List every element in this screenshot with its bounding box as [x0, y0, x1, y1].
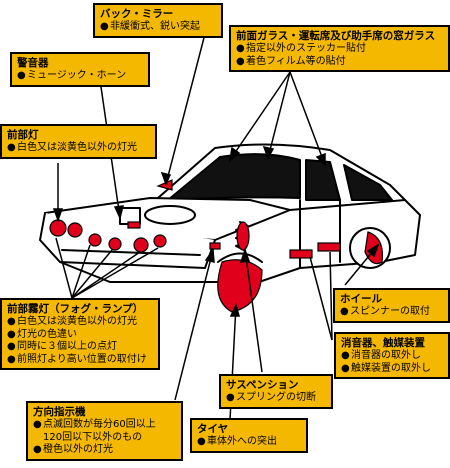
bullet-icon: ● — [7, 142, 16, 153]
label-muffler-catalyst: 消音器、触媒装置 ●消音器の取外し ●触媒装置の取外し — [334, 332, 450, 379]
label-title: 警音器 — [17, 57, 49, 69]
label-item: ●白色又は淡黄色以外の灯光 — [7, 142, 137, 153]
label-item: ●スピンナーの取付 — [340, 306, 430, 317]
suspension-spring — [236, 221, 250, 251]
bullet-icon: ● — [236, 55, 245, 67]
foglamp-4 — [153, 234, 167, 248]
label-title: バック・ミラー — [100, 8, 174, 20]
label-title: 前面ガラス・運転席及び助手席の窓ガラス — [236, 30, 436, 42]
bullet-icon: ● — [7, 353, 16, 365]
label-item: ●非緩衝式、鋭い突起 — [100, 21, 200, 32]
bullet-icon: ● — [340, 306, 349, 317]
bullet-icon: ● — [100, 21, 109, 32]
label-back-mirror: バック・ミラー ●非緩衝式、鋭い突起 — [93, 3, 223, 38]
label-horn: 警音器 ●ミュージック・ホーン — [10, 52, 150, 87]
label-item: ●消音器の取外し — [341, 350, 421, 361]
bullet-icon: ● — [7, 316, 16, 327]
label-suspension: サスペンション ●スプリングの切断 — [219, 374, 333, 409]
bullet-icon: ● — [341, 350, 350, 361]
label-title: 消音器、触媒装置 — [341, 337, 425, 349]
muffler-2 — [317, 242, 341, 252]
bullet-icon: ● — [33, 444, 42, 455]
label-title: ホイール — [340, 293, 382, 305]
label-window-glass: 前面ガラス・運転席及び助手席の窓ガラス ●指定以外のステッカー貼付 ●着色フィル… — [229, 25, 450, 72]
label-headlight: 前部灯 ●白色又は淡黄色以外の灯光 — [0, 124, 157, 159]
label-tire: タイヤ ●車体外への突出 — [190, 418, 308, 453]
label-title: サスペンション — [226, 379, 299, 391]
foglamp-2 — [108, 237, 122, 251]
bullet-icon: ● — [33, 419, 42, 430]
label-item: ●灯光の色違い — [7, 328, 77, 340]
label-title: 前部霧灯（フォグ・ランプ） — [7, 303, 144, 315]
bullet-icon: ● — [17, 70, 26, 81]
label-wheel: ホイール ●スピンナーの取付 — [333, 288, 450, 323]
bullet-icon: ● — [197, 436, 206, 447]
muffler-1 — [289, 249, 313, 259]
label-fog-lamp: 前部霧灯（フォグ・ランプ） ●白色又は淡黄色以外の灯光 ●灯光の色違い ●同時に… — [0, 298, 160, 370]
horn-red — [127, 221, 141, 229]
headlight-left-2 — [67, 222, 83, 238]
foglamp-1 — [88, 233, 102, 247]
label-item: ●スプリングの切断 — [226, 392, 316, 403]
label-item: ●着色フィルム等の貼付 — [236, 55, 346, 67]
bullet-icon: ● — [7, 328, 16, 340]
label-item: ●同時に３個以上の点灯 — [7, 341, 117, 352]
foglamp-3 — [133, 237, 149, 253]
label-title: タイヤ — [197, 423, 229, 435]
label-item: ●車体外への突出 — [197, 436, 277, 447]
label-item: ●橙色以外の灯光 — [33, 444, 113, 455]
bullet-icon: ● — [7, 341, 16, 352]
windshield — [167, 153, 301, 201]
label-title: 前部灯 — [7, 129, 39, 141]
label-item-continuation: 120回以下以外のもの — [43, 431, 143, 443]
label-title: 方向指示機 — [33, 406, 86, 418]
turn-signal — [209, 242, 221, 250]
bullet-icon: ● — [226, 392, 235, 403]
bullet-icon: ● — [341, 362, 350, 374]
label-item: ●前照灯より高い位置の取付け — [7, 353, 147, 365]
label-item: ●指定以外のステッカー貼付 — [236, 43, 366, 54]
label-item: ●触媒装置の取外し — [341, 362, 431, 374]
bullet-icon: ● — [236, 43, 245, 54]
label-item: ●ミュージック・ホーン — [17, 70, 127, 81]
label-item: ●白色又は淡黄色以外の灯光 — [7, 316, 137, 327]
